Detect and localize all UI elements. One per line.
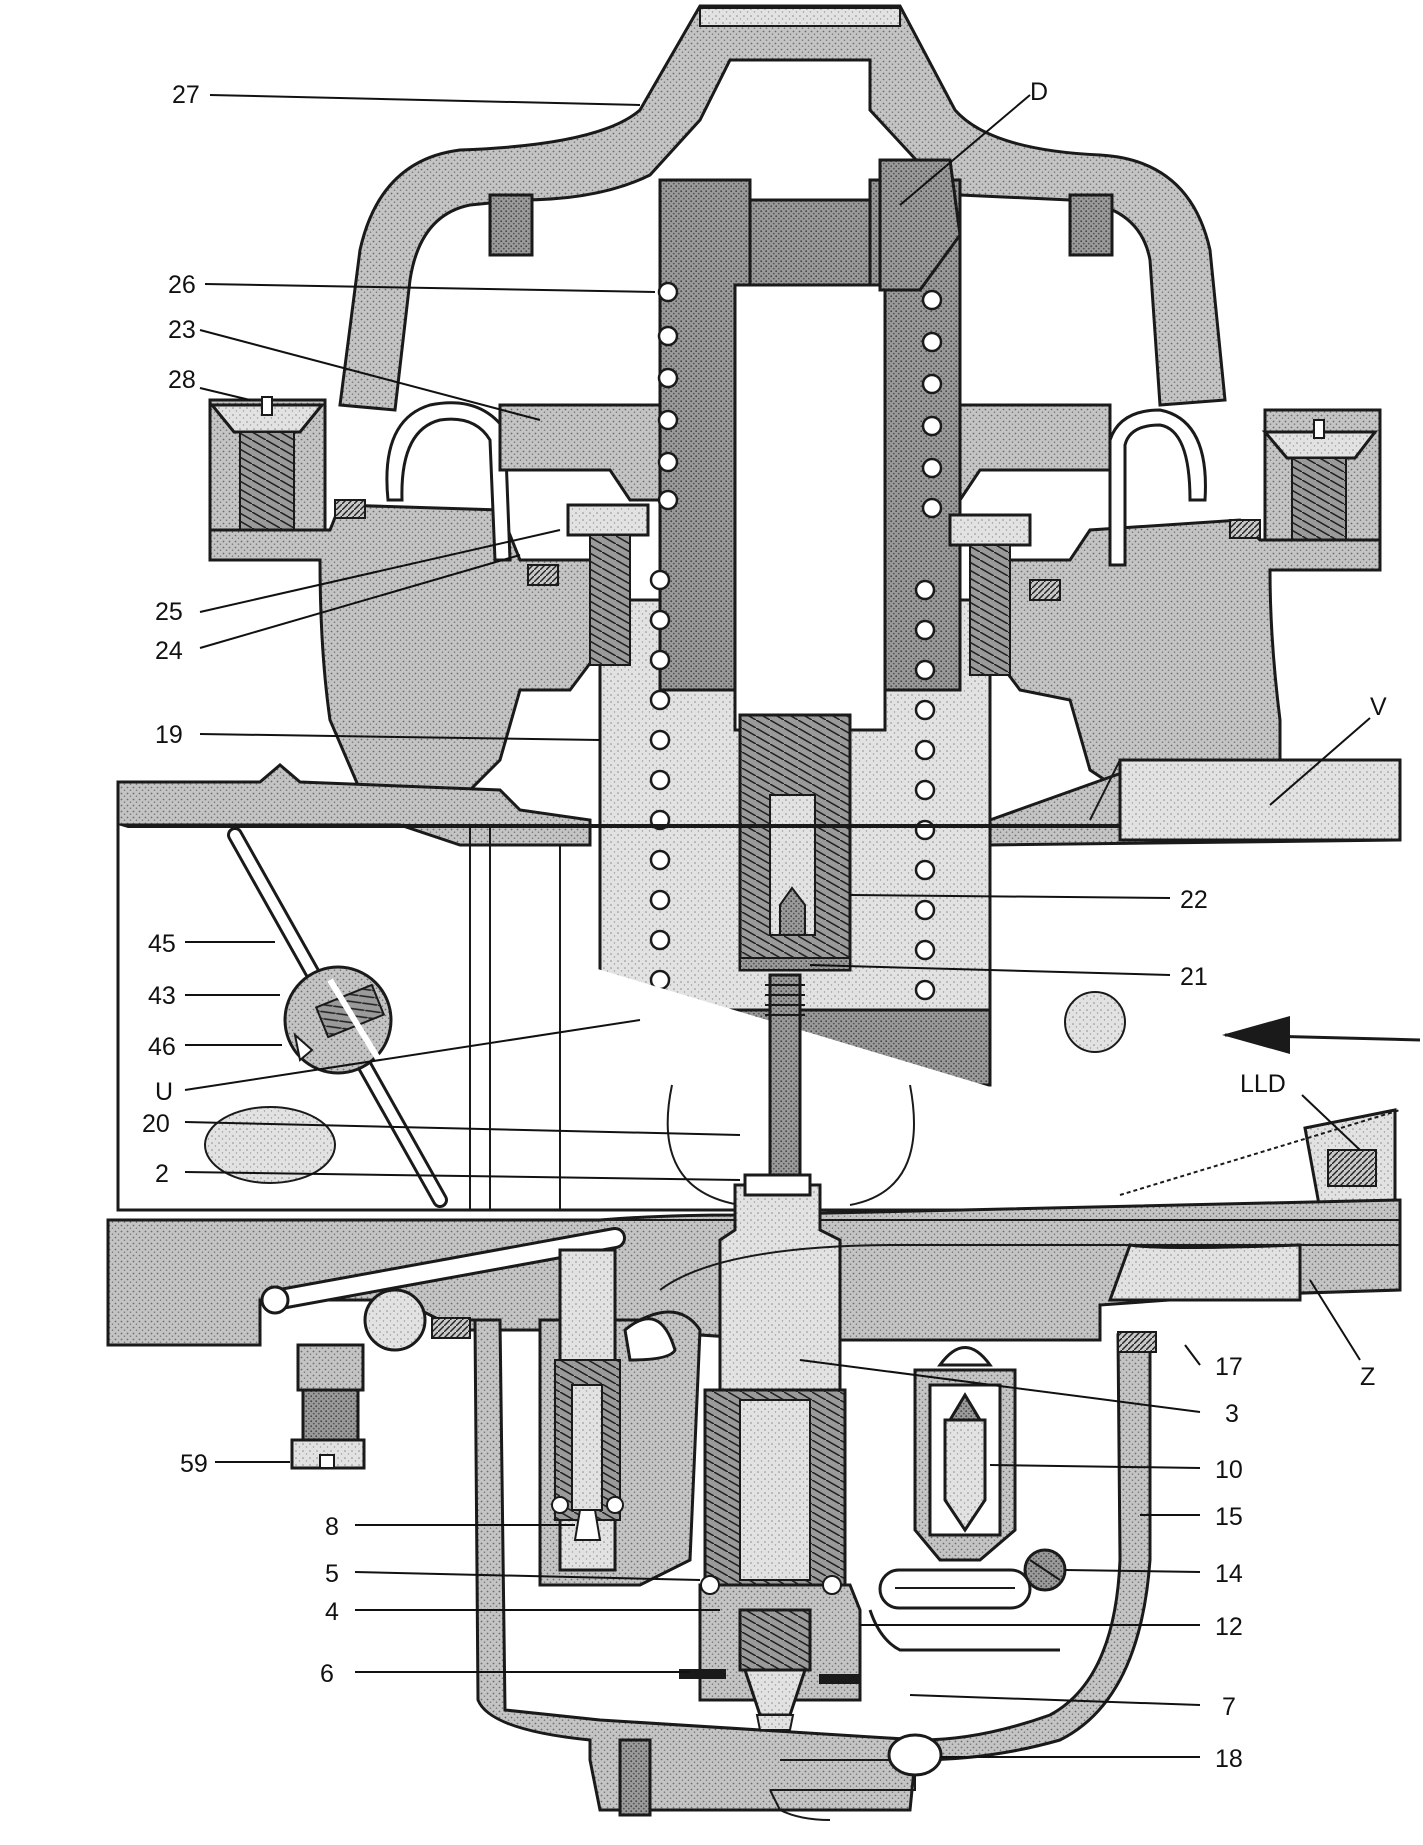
float-pivot <box>868 1548 1067 1652</box>
drain-screw <box>290 1343 366 1470</box>
label-21: 21 <box>1180 963 1208 991</box>
main-jet-holder <box>679 1388 862 1731</box>
label-17: 17 <box>1215 1353 1243 1381</box>
part-labels: 27 D 26 23 28 25 24 19 V 22 21 45 43 46 … <box>142 78 1387 1773</box>
gasket-right <box>1229 519 1261 539</box>
label-25: 25 <box>155 598 183 626</box>
piston-tube <box>658 158 962 732</box>
cover-tab-left <box>488 193 534 257</box>
label-2: 2 <box>155 1160 169 1188</box>
choke-lever <box>260 1227 626 1352</box>
label-19: 19 <box>155 721 183 749</box>
label-LLD: LLD <box>1240 1070 1286 1098</box>
label-D: D <box>1030 78 1048 106</box>
label-4: 4 <box>325 1598 339 1626</box>
label-28: 28 <box>168 366 196 394</box>
top-cover <box>338 4 1227 412</box>
label-U: U <box>155 1078 173 1106</box>
label-18: 18 <box>1215 1745 1243 1773</box>
label-15: 15 <box>1215 1503 1243 1531</box>
pilot-jet <box>538 1248 702 1587</box>
label-23: 23 <box>168 316 196 344</box>
label-7: 7 <box>1222 1693 1236 1721</box>
label-6: 6 <box>320 1660 334 1688</box>
throttle-plate <box>227 827 448 1208</box>
cover-screw-left <box>208 396 327 543</box>
label-10: 10 <box>1215 1456 1243 1484</box>
label-5: 5 <box>325 1560 339 1588</box>
needle-holder <box>738 713 852 972</box>
label-Z: Z <box>1360 1363 1375 1391</box>
float-needle-valve <box>913 1346 1017 1562</box>
diaphragm-screw-left <box>527 503 650 666</box>
slide-spring <box>649 281 943 1001</box>
gasket-left <box>334 499 366 519</box>
venturi-body <box>116 758 1402 1212</box>
bypass-port <box>204 1106 336 1184</box>
airflow-arrow <box>1222 1016 1421 1054</box>
leader-lines <box>184 94 1371 1758</box>
label-22: 22 <box>1180 886 1208 914</box>
plug-port <box>1064 991 1126 1053</box>
label-46: 46 <box>148 1033 176 1061</box>
label-45: 45 <box>148 930 176 958</box>
needle-jet <box>718 1173 842 1392</box>
label-24: 24 <box>155 637 183 665</box>
label-V: V <box>1370 693 1387 721</box>
label-20: 20 <box>142 1110 170 1138</box>
label-27: 27 <box>172 81 200 109</box>
cover-tab-right <box>1068 193 1114 257</box>
cover-cap <box>699 7 901 27</box>
float-bowl <box>431 1317 1157 1821</box>
diaphragm-screw-right <box>948 513 1061 676</box>
label-8: 8 <box>325 1513 339 1541</box>
label-26: 26 <box>168 271 196 299</box>
label-43: 43 <box>148 982 176 1010</box>
label-3: 3 <box>1225 1400 1239 1428</box>
idle-channel-z <box>659 1244 1400 1291</box>
label-59: 59 <box>180 1450 208 1478</box>
label-12: 12 <box>1215 1613 1243 1641</box>
label-14: 14 <box>1215 1560 1243 1588</box>
